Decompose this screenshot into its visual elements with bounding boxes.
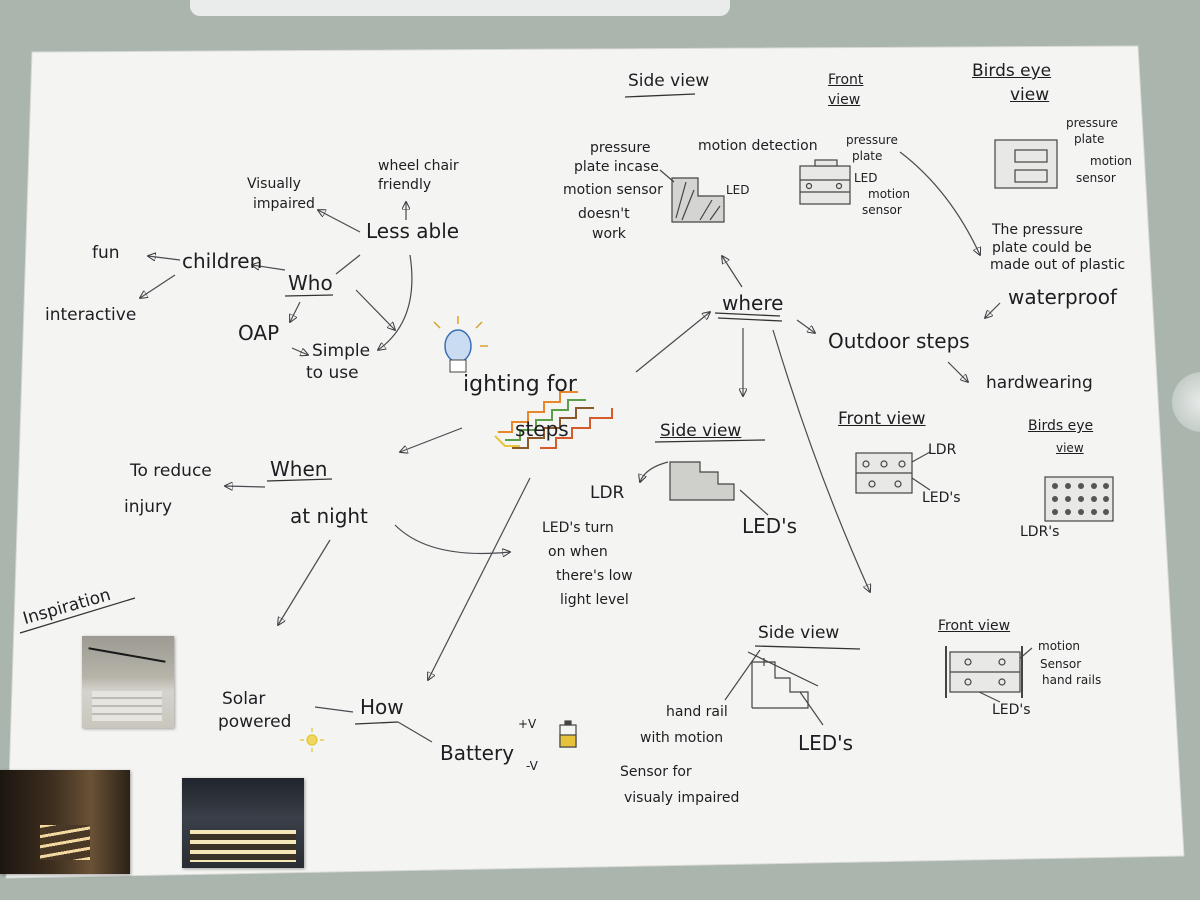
light-bulb-icon	[433, 316, 488, 373]
top-pressure-note-3: motion sensor	[563, 182, 663, 198]
node-less-able: Less able	[366, 219, 460, 243]
node-to-reduce-1: To reduce	[130, 461, 212, 481]
desk-disc	[1172, 372, 1200, 432]
center-title-lighting: ighting for	[463, 372, 577, 397]
node-outdoor-steps: Outdoor steps	[828, 329, 970, 353]
top-be-motion-2: sensor	[1076, 171, 1116, 185]
node-interactive: interactive	[45, 305, 137, 325]
mid-birds-eye-label-1: Birds eye	[1028, 418, 1094, 434]
node-how: How	[360, 695, 404, 719]
label-inspiration: Inspiration	[20, 584, 113, 630]
node-hardwearing: hardwearing	[986, 373, 1093, 393]
center-title-steps: steps	[515, 417, 569, 441]
note-pressure-3: made out of plastic	[990, 257, 1126, 273]
bottom-leds: LED's	[798, 731, 854, 755]
mid-front-ldr: LDR	[928, 442, 957, 458]
top-be-pressure-1: pressure	[1066, 116, 1118, 130]
node-visually-impaired-1: Visually	[247, 176, 301, 192]
mid-desc-2: on when	[548, 544, 608, 560]
node-oap: OAP	[238, 321, 280, 345]
node-solar-2: powered	[218, 712, 292, 732]
bottom-hand-rail-2: with motion	[640, 730, 724, 746]
node-where: where	[722, 291, 784, 315]
battery-minus-label: -V	[526, 759, 538, 773]
mid-desc-4: light level	[560, 592, 629, 608]
mid-desc-3: there's low	[556, 568, 633, 584]
top-be-motion-1: motion	[1090, 154, 1133, 168]
node-fun: fun	[92, 243, 120, 263]
mid-front-view-label: Front view	[838, 409, 926, 429]
mid-side-view-label: Side view	[660, 421, 742, 441]
bottom-front-view-label: Front view	[938, 618, 1011, 634]
top-birds-eye-label-2: view	[1010, 85, 1050, 105]
node-solar-1: Solar	[222, 689, 266, 709]
top-pressure-note-4: doesn't	[578, 206, 630, 222]
top-front-view-label-2: view	[828, 92, 861, 108]
bottom-hand-rail-3: Sensor for	[620, 764, 692, 780]
top-front-view-label-1: Front	[828, 72, 864, 88]
top-front-pressure-2: plate	[852, 149, 883, 163]
mid-desc-1: LED's turn	[542, 520, 614, 536]
node-simple-2: to use	[306, 363, 359, 383]
mid-ldr-label: LDR	[590, 483, 625, 503]
sun-icon	[300, 728, 324, 752]
note-pressure-2: plate could be	[992, 240, 1092, 256]
top-pressure-note-1: pressure	[590, 140, 651, 156]
top-be-pressure-2: plate	[1074, 132, 1105, 146]
battery-icon	[559, 720, 577, 748]
inspiration-photo-led-steps	[182, 778, 304, 868]
top-front-pressure-1: pressure	[846, 133, 898, 147]
bottom-hand-rail-4: visualy impaired	[624, 790, 740, 806]
node-wheel-chair-2: friendly	[378, 177, 432, 193]
top-led-label: LED	[726, 183, 750, 197]
top-pressure-note-5: work	[592, 226, 626, 242]
mid-birds-eye-label-2: view	[1056, 441, 1084, 455]
battery-plus-label: +V	[518, 717, 537, 731]
node-wheel-chair-1: wheel chair	[378, 158, 459, 174]
bottom-side-view-label: Side view	[758, 623, 840, 643]
node-who: Who	[288, 271, 333, 295]
top-front-motion-2: sensor	[862, 203, 902, 217]
node-battery: Battery	[440, 741, 515, 765]
node-visually-impaired-2: impaired	[253, 196, 315, 212]
top-front-led: LED	[854, 171, 878, 185]
top-motion-detection: motion detection	[698, 138, 818, 154]
top-pressure-note-2: plate incase	[574, 159, 659, 175]
bottom-front-leds: LED's	[992, 702, 1031, 718]
bottom-motion-1: motion	[1038, 639, 1081, 653]
top-side-view-label: Side view	[628, 71, 710, 91]
top-birds-eye-label-1: Birds eye	[972, 61, 1052, 81]
bottom-motion-3: hand rails	[1042, 673, 1102, 687]
mid-front-leds: LED's	[922, 490, 961, 506]
bottom-motion-2: Sensor	[1040, 657, 1082, 671]
inspiration-photo-railing-steps	[82, 636, 174, 728]
node-when: When	[270, 457, 328, 481]
inspiration-photo-lit-steps	[0, 770, 130, 874]
bottom-hand-rail-1: hand rail	[666, 704, 728, 720]
node-to-reduce-2: injury	[124, 497, 173, 517]
note-pressure-1: The pressure	[992, 222, 1083, 238]
top-front-motion-1: motion	[868, 187, 911, 201]
mid-leds-label: LED's	[742, 514, 798, 538]
node-children: children	[182, 249, 263, 273]
node-simple-1: Simple	[312, 341, 371, 361]
desk-object	[190, 0, 730, 16]
mid-be-ldrs: LDR's	[1020, 524, 1060, 540]
node-waterproof: waterproof	[1008, 285, 1117, 309]
node-at-night: at night	[290, 504, 368, 528]
